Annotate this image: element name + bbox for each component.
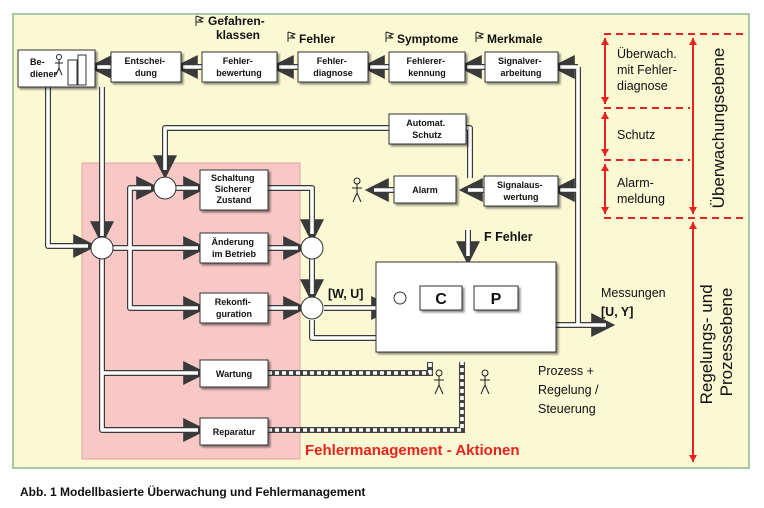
reparatur-box [199,417,269,446]
bediener-label: Be- diener [30,57,58,79]
wartung-box [199,359,269,388]
fehlererkennung-box [388,51,466,83]
process-block [375,261,557,353]
plant-label: P [491,291,502,308]
alarm-box [393,175,457,204]
fehlermanagement-title: Fehlermanagement - Aktionen [305,442,519,459]
symptome-header: Symptome [397,32,459,46]
entscheidung-label: Entschei- dung [124,56,167,78]
fehlerbewertung-label: Fehler- bewertung [216,56,262,78]
summing-junction-main [90,236,114,260]
fehlerdiagnose-box [297,51,369,83]
rekonfiguration-box [199,292,269,324]
signalauswertung-label: Signalaus- wertung [497,180,545,202]
merkmale-header: Merkmale [487,32,543,46]
flag-icon [195,15,205,26]
flag-icon [385,31,395,42]
figure-caption: Abb. 1 Modellbasierte Überwachung und Fe… [20,484,365,499]
controller-box [419,285,463,311]
ueberwach-label: Überwach. mit Fehler- diagnose [617,47,680,93]
fehlerdiagnose-label: Fehler- diagnose [313,56,353,78]
summing-junction-operation [300,236,324,260]
summing-junction-protection [153,176,177,200]
fehler-header: Fehler [299,32,335,46]
reparatur-label: Reparatur [213,427,256,437]
signalauswertung-box [483,175,559,207]
schutz-label: Schutz [617,128,655,142]
signalverarbeitung-box [484,51,559,83]
alarmmeldung-label: Alarm- meldung [617,176,665,206]
signalverarbeitung-label: Signalver- arbeitung [498,56,544,78]
person-icon [480,369,490,395]
flag-icon [287,31,297,42]
schaltung-box [199,169,269,211]
aenderung-box [199,232,269,264]
f-fehler-label: F Fehler [484,230,533,244]
wartung-label: Wartung [216,369,252,379]
operator-panel-icon [67,54,87,86]
uy-label: [U, Y] [601,305,633,319]
automat-schutz-box [388,113,467,145]
ueberwachungsebene-label: Überwachungsebene [709,48,728,209]
schaltung-label: Schaltung Sicherer Zustand [211,173,257,205]
fehlererkennung-label: Fehlerer- kennung [406,56,447,78]
aenderung-label: Änderung im Betrieb [211,237,256,259]
summing-junction-control [393,291,407,305]
rekonfiguration-label: Rekonfi- guration [215,297,254,319]
person-icon [55,54,63,76]
plant-box [473,285,519,311]
flow-arrows-inner [46,65,606,432]
summing-junction-reconfig [300,296,324,320]
controller-label: C [435,291,447,308]
maintenance-links [268,362,465,433]
automat-schutz-label: Automat. Schutz [406,118,448,140]
person-icon [352,177,362,203]
messungen-label: Messungen [601,286,666,300]
regelungsebene-label: Regelungs- und Prozessebene [697,280,736,405]
alarm-label: Alarm [412,185,438,195]
fehlerbewertung-box [201,51,278,83]
wu-label: [W, U] [328,287,363,301]
flag-icon [475,31,485,42]
person-icon [434,369,444,395]
gefahrenklassen-header: Gefahren- klassen [208,14,268,42]
prozess-label: Prozess + Regelung / Steuerung [538,364,602,416]
entscheidung-box [110,51,182,83]
level-markers [601,33,744,462]
